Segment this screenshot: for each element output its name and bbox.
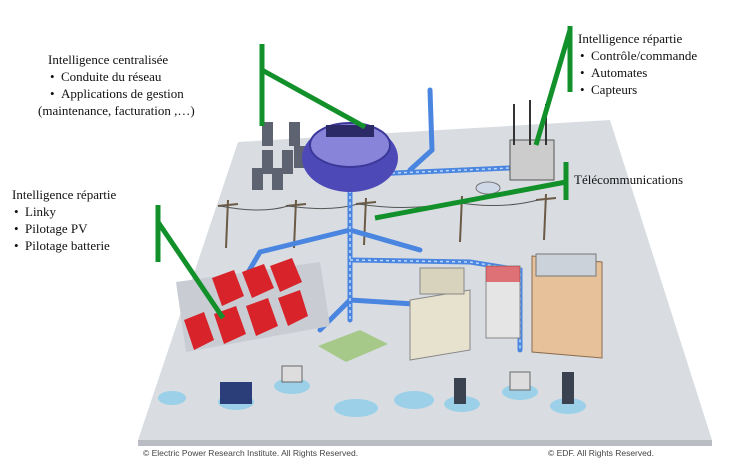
control-center-screens [326, 125, 374, 137]
label-distributed-left-item-2: Pilotage PV [12, 220, 116, 237]
label-telecom-title: Télécommunications [574, 172, 684, 187]
houses [176, 258, 330, 352]
callout-central-pointer [260, 67, 367, 130]
label-central-title: Intelligence centralisée [48, 52, 169, 67]
ground-edge [138, 440, 712, 446]
label-central-item-1: Conduite du réseau [48, 68, 195, 85]
label-central-intelligence: Intelligence centralisée Conduite du rés… [38, 51, 195, 119]
factory [409, 267, 471, 361]
label-distributed-left-title: Intelligence répartie [12, 187, 117, 202]
callout-left-pointer [155, 220, 226, 320]
endpoint-devices [158, 365, 586, 417]
label-distributed-left-item-3: Pilotage batterie [12, 237, 116, 254]
label-distributed-top-item-3: Capteurs [578, 81, 697, 98]
callout-telecom-pointer [374, 179, 567, 221]
substation [475, 100, 555, 195]
label-distributed-top-title: Intelligence répartie [578, 31, 683, 46]
label-distributed-left-item-1: Linky [12, 203, 116, 220]
label-central-item-2: Applications de gestion [48, 85, 195, 102]
power-line-wires [219, 199, 539, 211]
label-central-extra: (maintenance, facturation ,…) [38, 103, 195, 118]
server-racks [252, 122, 305, 190]
park [318, 330, 388, 362]
credit-left: © Electric Power Research Institute. All… [143, 448, 359, 458]
callout-top-right-pointer [533, 29, 573, 146]
label-distributed-left: Intelligence répartie Linky Pilotage PV … [12, 186, 116, 254]
office-buildings [485, 253, 603, 359]
label-telecom: Télécommunications [574, 171, 683, 188]
label-distributed-top: Intelligence répartie Contrôle/commande … [578, 30, 697, 98]
label-distributed-top-item-2: Automates [578, 64, 697, 81]
callout-lines [155, 26, 573, 320]
credit-right: © EDF. All Rights Reserved. [548, 448, 654, 458]
label-distributed-top-item-1: Contrôle/commande [578, 47, 697, 64]
